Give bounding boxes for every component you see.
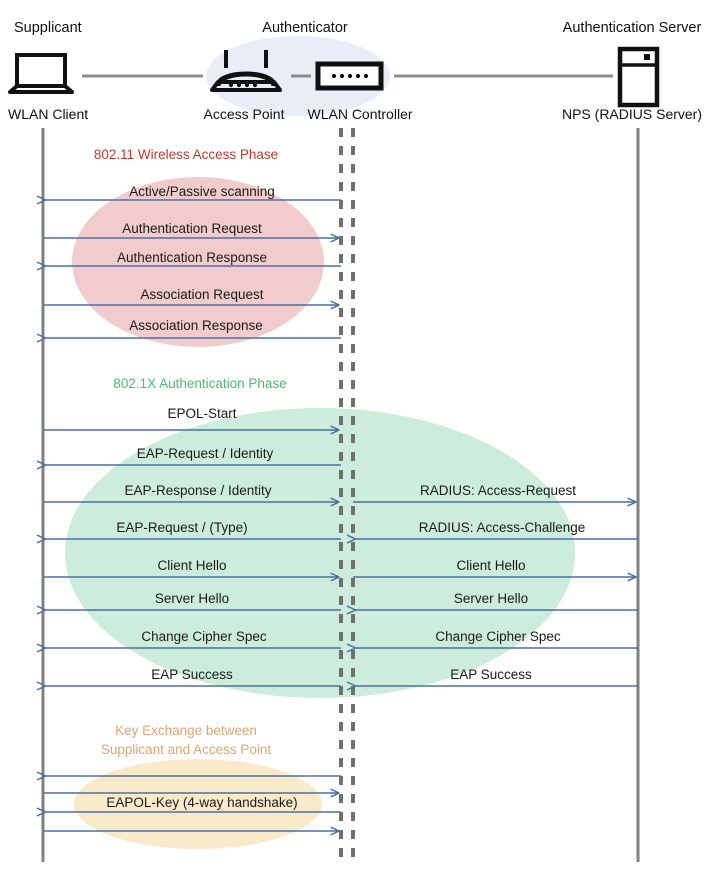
- phase-label-key-exchange-line2: Supplicant and Access Point: [100, 742, 272, 757]
- node-label-wlan-client: WLAN Client: [8, 106, 89, 122]
- network-switch-icon: [315, 61, 384, 91]
- phase-label-key-exchange-line1: Key Exchange between: [115, 723, 257, 738]
- phase-label-key-exchange: Key Exchange between Supplicant and Acce…: [101, 721, 271, 759]
- server-rack-icon: [617, 46, 660, 108]
- laptop-icon: [8, 53, 74, 94]
- message-label-eap-success-left: EAP Success: [151, 667, 233, 682]
- role-title-authenticator: Authenticator: [262, 20, 348, 36]
- message-label-client-hello-right: Client Hello: [456, 558, 526, 573]
- phase-label-wireless-access: 802.11 Wireless Access Phase: [93, 147, 279, 162]
- phase-ellipse-key-exchange: [74, 759, 322, 849]
- phase-ellipse-dot1x: [65, 408, 575, 698]
- message-label-authentication-request: Authentication Request: [122, 221, 262, 236]
- node-label-access-point: Access Point: [203, 106, 285, 122]
- message-label-server-hello-right: Server Hello: [453, 591, 529, 606]
- message-label-eap-success-right: EAP Success: [450, 667, 532, 682]
- message-label-server-hello-left: Server Hello: [154, 591, 230, 606]
- phase-label-dot1x: 802.1X Authentication Phase: [113, 376, 287, 391]
- messages-left-arrows: [43, 200, 341, 831]
- message-label-radius-access-request: RADIUS: Access-Request: [419, 483, 577, 498]
- message-label-authentication-response: Authentication Response: [116, 250, 268, 265]
- wireless-router-icon: [210, 50, 282, 92]
- message-label-radius-access-challenge: RADIUS: Access-Challenge: [418, 520, 586, 535]
- message-label-eapol-start: EPOL-Start: [167, 406, 237, 421]
- message-label-association-request: Association Request: [140, 287, 264, 302]
- message-label-change-cipher-spec-right: Change Cipher Spec: [435, 629, 561, 644]
- message-label-client-hello-left: Client Hello: [157, 558, 227, 573]
- message-label-association-response: Association Response: [129, 318, 263, 333]
- message-label-eap-request-identity: EAP-Request / Identity: [136, 446, 274, 461]
- message-label-active-passive-scanning: Active/Passive scanning: [129, 184, 275, 199]
- node-label-nps-server: NPS (RADIUS Server): [561, 106, 703, 122]
- role-title-authentication-server: Authentication Server: [562, 20, 702, 36]
- messages-right-arrows: [353, 502, 638, 686]
- node-label-wlan-controller: WLAN Controller: [307, 106, 413, 122]
- message-label-eapol-key-group: EAPOL-Key (4-way handshake): [106, 795, 298, 810]
- message-label-eap-request-type: EAP-Request / (Type): [116, 520, 248, 535]
- message-label-eap-response-identity: EAP-Response / Identity: [124, 483, 272, 498]
- message-label-change-cipher-spec-left: Change Cipher Spec: [141, 629, 267, 644]
- role-title-supplicant: Supplicant: [14, 20, 82, 36]
